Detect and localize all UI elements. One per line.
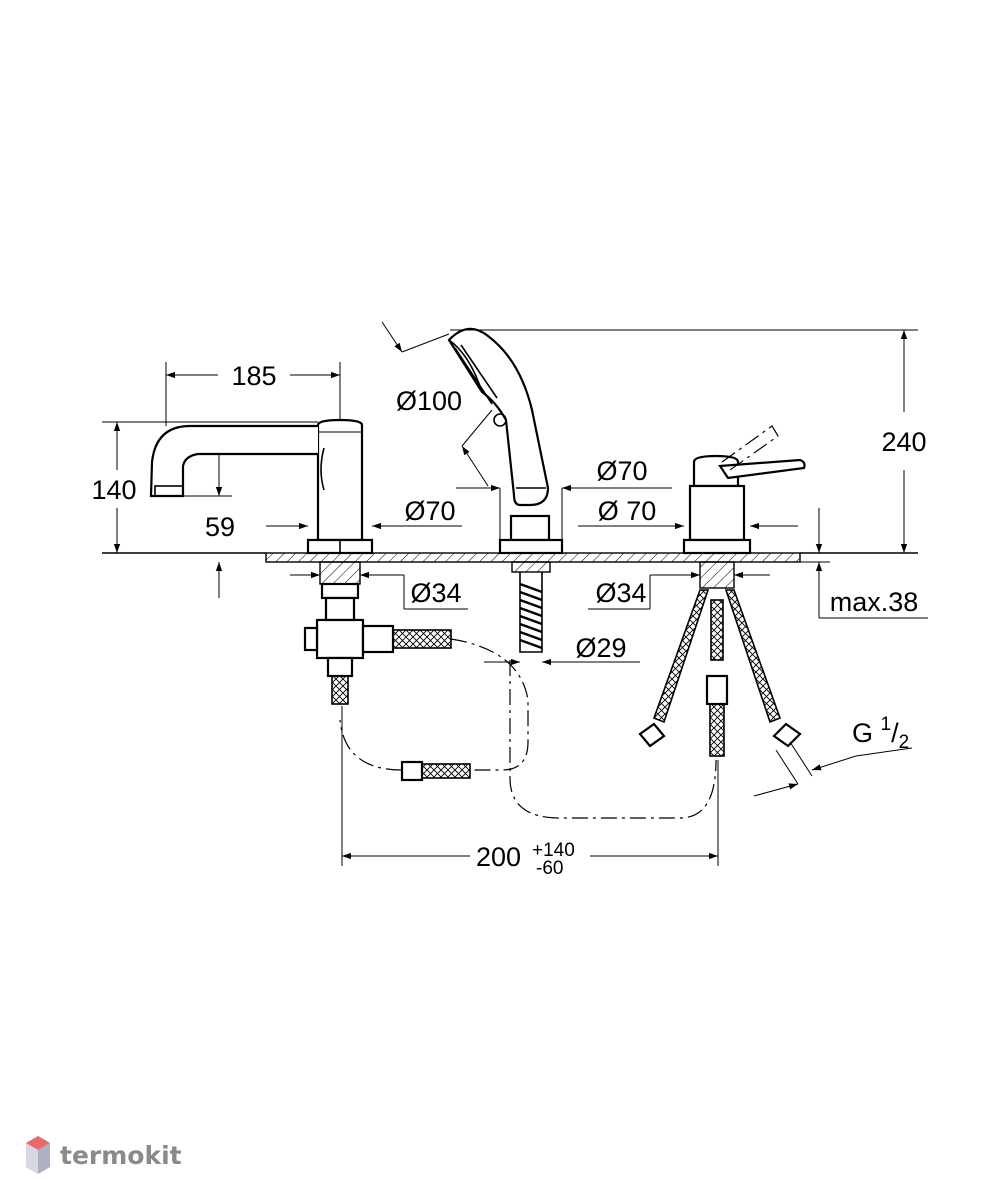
single-lever-mixer: [638, 425, 806, 757]
dim-handshower-head: [381, 321, 493, 487]
watermark-text: termokit: [60, 1141, 182, 1170]
dim-total-height: [450, 329, 918, 553]
dim-handshower-holder: [456, 484, 672, 553]
dim-spout-outlet: [183, 454, 232, 598]
dim-spout-outlet-label: 59: [205, 512, 235, 542]
dim-deck-thickness: [800, 508, 928, 619]
dim-hose-shank-label: Ø29: [575, 633, 626, 663]
dim-spout-shank-label: Ø34: [410, 578, 461, 608]
dim-spout-length: [165, 362, 341, 426]
dim-total-height-label: 240: [881, 427, 926, 457]
dim-handshower-head-label: Ø100: [396, 386, 462, 416]
hidden-hose-routes: [339, 638, 717, 819]
dim-spacing-tol-plus: +140: [532, 840, 575, 861]
dim-mixer-base-label: Ø 70: [598, 496, 657, 526]
termokit-logo: [26, 1136, 50, 1174]
dim-connection-thread-label: G 1/2: [852, 714, 909, 753]
dim-spout-height: [102, 421, 318, 553]
dim-spout-shank: [290, 571, 468, 610]
handshower: [447, 327, 564, 653]
dim-spacing: [341, 706, 719, 866]
dim-mixer-shank: [588, 571, 770, 610]
dim-spacing-tol-minus: -60: [536, 858, 563, 879]
deck-plate: [102, 552, 918, 563]
dim-spout-base-label: Ø70: [404, 496, 455, 526]
dim-handshower-holder-label: Ø70: [596, 456, 647, 486]
dim-spacing-label: 200: [476, 842, 521, 872]
dim-connection-thread: [753, 741, 913, 797]
dim-mixer-shank-label: Ø34: [595, 578, 646, 608]
dim-spout-length-label: 185: [231, 361, 276, 391]
dim-deck-thickness-label: max.38: [830, 587, 919, 617]
dim-spout-height-label: 140: [91, 475, 136, 505]
bath-spout: [149, 418, 452, 705]
